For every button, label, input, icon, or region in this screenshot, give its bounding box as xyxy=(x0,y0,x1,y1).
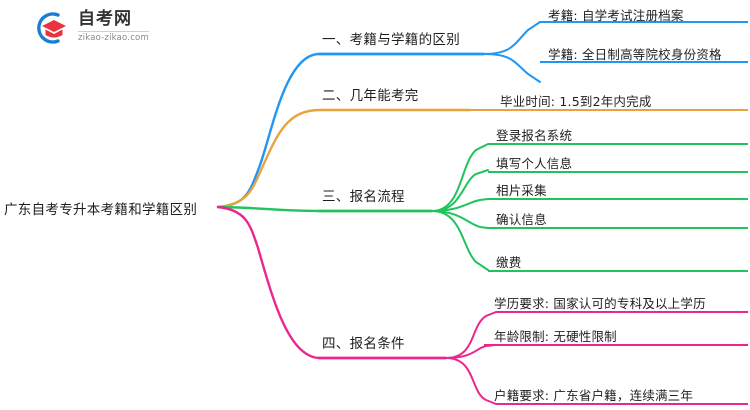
branch-node-1[interactable]: 一、考籍与学籍的区别 xyxy=(322,32,460,48)
branch-1-leaf-2[interactable]: 学籍: 全日制高等院校身份资格 xyxy=(548,47,722,62)
root-node-label[interactable]: 广东自考专升本考籍和学籍区别 xyxy=(4,202,198,218)
graduation-cap-icon xyxy=(28,10,72,46)
branch-3-child-link-4 xyxy=(431,210,489,229)
branch-line-3 xyxy=(216,205,434,213)
branch-3-leaf-3[interactable]: 相片采集 xyxy=(496,183,547,198)
branch-3-leaf-1[interactable]: 登录报名系统 xyxy=(496,128,573,143)
branch-3-child-link-2 xyxy=(431,169,489,212)
branch-node-3[interactable]: 三、报名流程 xyxy=(322,189,405,205)
branch-2-leaf-1[interactable]: 毕业时间: 1.5到2年内完成 xyxy=(500,94,652,109)
branch-node-4[interactable]: 四、报名条件 xyxy=(322,336,405,352)
branch-node-2[interactable]: 二、几年能考完 xyxy=(322,88,419,104)
branch-4-leaf-1[interactable]: 学历要求: 国家认可的专科及以上学历 xyxy=(494,296,706,311)
branch-3-leaf-2[interactable]: 填写个人信息 xyxy=(496,156,573,171)
branch-3-leaf-4[interactable]: 确认信息 xyxy=(496,212,547,227)
branch-1-child-link-2 xyxy=(483,53,541,83)
branch-4-child-link-1 xyxy=(445,311,497,359)
branch-4-leaf-2[interactable]: 年龄限制: 无硬性限制 xyxy=(494,329,617,344)
logo-cap-fold-shape xyxy=(45,27,63,35)
branch-1-child-link-1 xyxy=(483,21,541,55)
branch-4-child-link-3 xyxy=(445,357,497,405)
branch-4-leaf-3[interactable]: 户籍要求: 广东省户籍，连续满三年 xyxy=(494,388,694,403)
logo-subtitle: zikao-zikao.com xyxy=(78,31,149,44)
logo-mark-svg xyxy=(37,12,66,44)
branch-3-child-link-5 xyxy=(431,210,489,271)
branch-1-leaf-1[interactable]: 考籍: 自学考试注册档案 xyxy=(548,8,684,23)
logo-cap-top-shape xyxy=(42,20,66,32)
branch-3-child-link-3 xyxy=(431,198,489,212)
logo-text-block: 自考网 zikao-zikao.com xyxy=(78,11,149,45)
branch-4-child-link-2 xyxy=(445,344,497,359)
site-logo: 自考网 zikao-zikao.com xyxy=(28,8,208,48)
logo-title: 自考网 xyxy=(78,9,132,30)
branch-3-child-link-1 xyxy=(431,143,489,212)
logo-arc-shape xyxy=(37,12,60,44)
branch-3-leaf-5[interactable]: 缴费 xyxy=(496,255,522,270)
